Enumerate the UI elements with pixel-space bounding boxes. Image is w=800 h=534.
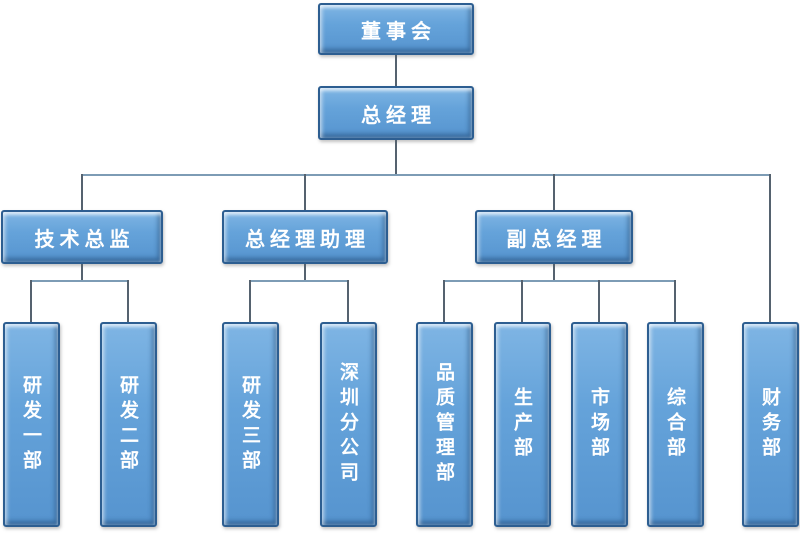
org-node-finance-dept-label: 财务部 [759,387,781,462]
org-node-quality-mgmt-dept: 品质管理部 [416,322,473,527]
org-node-marketing-dept-label: 市场部 [588,387,610,462]
org-node-gm-assistant-label: 总经理助理 [245,226,370,251]
connector-tech-director-stub [81,264,83,281]
org-node-general-manager-label: 总经理 [361,102,436,127]
connector-tech-director-bus [30,280,129,282]
org-node-tech-director-label: 技术总监 [34,226,135,251]
connector-drop-deputy-gm [553,174,555,210]
org-node-rd-dept-3-label: 研发三部 [239,374,261,475]
connector-drop-production-dept [521,280,523,322]
connector-drop-marketing-dept [598,280,600,322]
connector-gm-assistant-stub [304,264,306,281]
org-node-marketing-dept: 市场部 [571,322,628,527]
org-node-shenzhen-branch: 深圳分公司 [320,322,377,527]
connector-drop-finance-dept [769,174,771,322]
connector-deputy-gm-bus [443,280,676,282]
org-node-production-dept-label: 生产部 [511,387,533,462]
connector-gm-stub [395,140,397,175]
org-node-deputy-gm-label: 副总经理 [506,226,607,251]
connector-gm-assistant-bus [249,280,349,282]
org-node-shenzhen-branch-label: 深圳分公司 [337,362,359,487]
org-node-general-affairs-dept: 综合部 [647,322,704,527]
org-node-general-manager: 总经理 [318,86,474,140]
org-node-finance-dept: 财务部 [742,322,799,527]
connector-drop-rd-dept-2 [127,280,129,322]
org-node-rd-dept-2-label: 研发二部 [117,374,139,475]
org-node-rd-dept-1: 研发一部 [3,322,60,527]
connector-drop-tech-director [81,174,83,210]
org-node-quality-mgmt-dept-label: 品质管理部 [433,362,455,487]
connector-drop-quality-mgmt-dept [443,280,445,322]
connector-drop-gm-assistant [304,174,306,210]
org-node-rd-dept-1-label: 研发一部 [20,374,42,475]
org-node-tech-director: 技术总监 [1,210,163,264]
connector-drop-shenzhen-branch [347,280,349,322]
connector-board-to-gm [395,55,397,86]
connector-drop-rd-dept-3 [249,280,251,322]
org-node-board-label: 董事会 [361,18,436,43]
org-node-general-affairs-dept-label: 综合部 [664,387,686,462]
org-node-rd-dept-2: 研发二部 [100,322,157,527]
connector-drop-general-affairs-dept [674,280,676,322]
connector-drop-rd-dept-1 [30,280,32,322]
org-node-production-dept: 生产部 [494,322,551,527]
org-node-board: 董事会 [318,3,474,55]
org-node-deputy-gm: 副总经理 [475,210,633,264]
org-node-gm-assistant: 总经理助理 [222,210,388,264]
org-node-rd-dept-3: 研发三部 [222,322,279,527]
connector-level3-bus [81,174,771,176]
connector-deputy-gm-stub [553,264,555,281]
